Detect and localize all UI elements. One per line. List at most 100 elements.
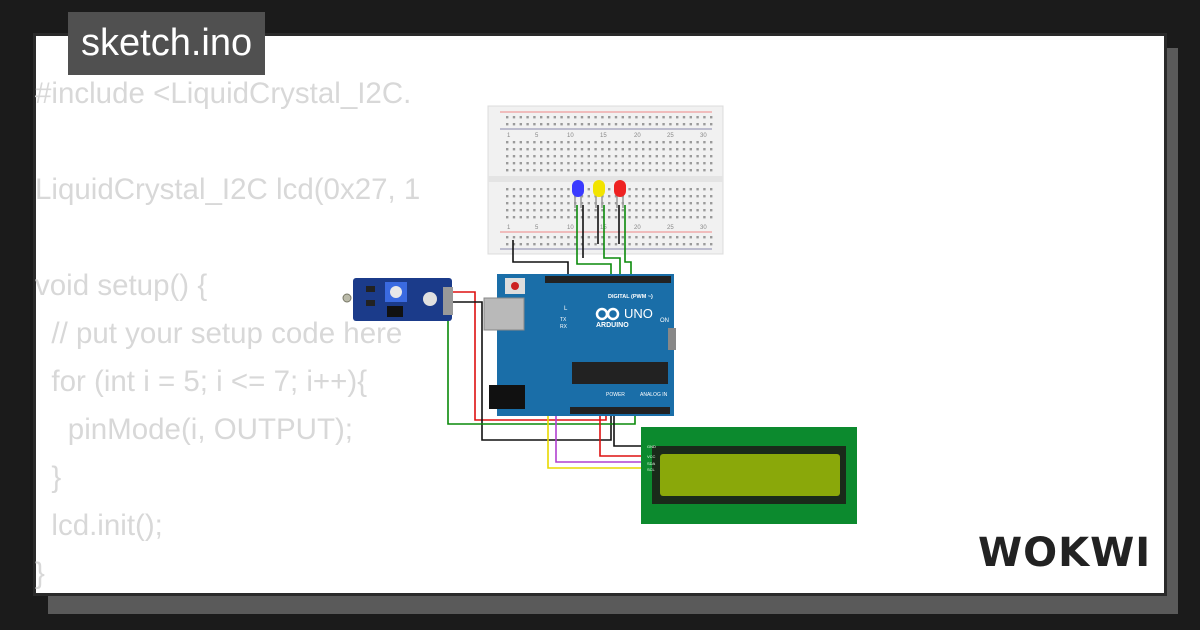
- arduino-uno[interactable]: DIGITAL (PWM ~) ARDUINO UNO POWER ANALOG…: [483, 274, 676, 416]
- breadboard-hole: [710, 169, 713, 172]
- breadboard-hole: [512, 141, 516, 144]
- breadboard-hole: [682, 141, 686, 144]
- breadboard-hole: [594, 141, 597, 144]
- breadboard-hole: [533, 148, 536, 151]
- breadboard-hole: [553, 155, 556, 158]
- breadboard-hole: [540, 155, 543, 158]
- breadboard-hole: [567, 162, 570, 165]
- breadboard-hole: [526, 116, 529, 119]
- code-preview: #include <LiquidCrystal_I2C.LiquidCrysta…: [35, 70, 420, 598]
- breadboard-hole: [676, 162, 679, 165]
- breadboard-hole: [655, 169, 658, 172]
- breadboard-hole: [567, 116, 570, 119]
- file-tab[interactable]: sketch.ino: [68, 12, 266, 75]
- breadboard-hole: [682, 162, 686, 165]
- wokwi-logo-graphic: WOKWI: [978, 530, 1148, 576]
- breadboard-hole: [676, 209, 679, 212]
- breadboard-hole: [710, 236, 713, 239]
- breadboard-hole: [669, 116, 672, 119]
- breadboard-hole: [526, 169, 529, 172]
- breadboard-hole: [614, 195, 618, 198]
- breadboard-hole: [567, 148, 570, 151]
- code-line: pinMode(i, OUTPUT);: [35, 413, 354, 446]
- breadboard-hole: [553, 169, 556, 172]
- breadboard-hole: [648, 141, 652, 144]
- led-yellow[interactable]: [593, 180, 605, 208]
- breadboard-hole: [710, 202, 713, 205]
- breadboard-hole: [594, 155, 597, 158]
- breadboard-hole: [710, 195, 713, 198]
- breadboard-hole: [526, 209, 529, 212]
- breadboard-hole: [614, 202, 618, 205]
- breadboard-hole: [580, 141, 584, 144]
- breadboard-hole: [696, 202, 699, 205]
- breadboard-hole: [594, 169, 597, 172]
- breadboard-hole: [533, 236, 536, 239]
- breadboard-hole: [608, 123, 611, 126]
- breadboard-hole: [580, 195, 584, 198]
- breadboard-hole: [587, 116, 590, 119]
- breadboard-hole: [608, 148, 611, 151]
- breadboard-hole: [689, 202, 692, 205]
- breadboard-hole: [696, 243, 699, 246]
- light-sensor-module[interactable]: [342, 278, 453, 321]
- breadboard-hole: [662, 236, 665, 239]
- breadboard-hole: [553, 209, 556, 212]
- arduino-model: UNO: [624, 306, 653, 321]
- wokwi-logo-text: WOKWI: [978, 530, 1148, 576]
- breadboard-hole: [560, 236, 563, 239]
- breadboard-hole: [567, 141, 570, 144]
- breadboard-hole: [635, 148, 638, 151]
- breadboard-hole: [526, 188, 529, 191]
- breadboard-hole: [635, 169, 638, 172]
- breadboard-hole: [628, 236, 631, 239]
- breadboard-hole: [533, 116, 536, 119]
- breadboard-hole: [662, 188, 665, 191]
- file-tab-title: sketch.ino: [81, 22, 253, 64]
- breadboard-hole: [587, 236, 590, 239]
- lcd-display[interactable]: GND VCC SDA SCL: [641, 427, 857, 524]
- breadboard-hole: [526, 162, 529, 165]
- breadboard-hole: [710, 155, 713, 158]
- breadboard-hole: [601, 236, 604, 239]
- bb-col-label: 10: [567, 225, 574, 231]
- breadboard-hole: [512, 162, 516, 165]
- breadboard-hole: [594, 162, 597, 165]
- breadboard-hole: [506, 188, 509, 191]
- breadboard-hole: [601, 148, 604, 151]
- breadboard-hole: [587, 243, 590, 246]
- breadboard-hole: [608, 236, 611, 239]
- breadboard-hole: [560, 141, 563, 144]
- breadboard-hole: [506, 202, 509, 205]
- breadboard-hole: [506, 243, 509, 246]
- breadboard-hole: [669, 155, 672, 158]
- breadboard-hole: [655, 123, 658, 126]
- breadboard-hole: [621, 209, 624, 212]
- analog-label: ANALOG IN: [640, 392, 668, 398]
- breadboard-hole: [628, 148, 631, 151]
- led-blue[interactable]: [572, 180, 584, 208]
- breadboard-hole: [621, 162, 624, 165]
- breadboard-hole: [689, 162, 692, 165]
- breadboard-hole: [512, 148, 516, 151]
- breadboard-hole: [506, 216, 509, 219]
- code-line: // put your setup code here: [35, 317, 403, 350]
- breadboard[interactable]: 1 5 10 15 20 25 30 1 5 10 15 20 25 30: [487, 105, 724, 255]
- breadboard-hole: [682, 148, 686, 151]
- on-label: ON: [660, 318, 669, 324]
- breadboard-hole: [533, 216, 536, 219]
- breadboard-hole: [608, 202, 611, 205]
- breadboard-hole: [546, 116, 550, 119]
- breadboard-hole: [628, 162, 631, 165]
- breadboard-hole: [669, 188, 672, 191]
- breadboard-hole: [676, 169, 679, 172]
- breadboard-hole: [648, 202, 652, 205]
- breadboard-hole: [669, 216, 672, 219]
- breadboard-hole: [587, 188, 590, 191]
- led-red[interactable]: [614, 180, 626, 208]
- breadboard-hole: [574, 116, 577, 119]
- breadboard-hole: [662, 148, 665, 151]
- breadboard-hole: [614, 243, 618, 246]
- breadboard-hole: [594, 209, 597, 212]
- breadboard-hole: [642, 116, 645, 119]
